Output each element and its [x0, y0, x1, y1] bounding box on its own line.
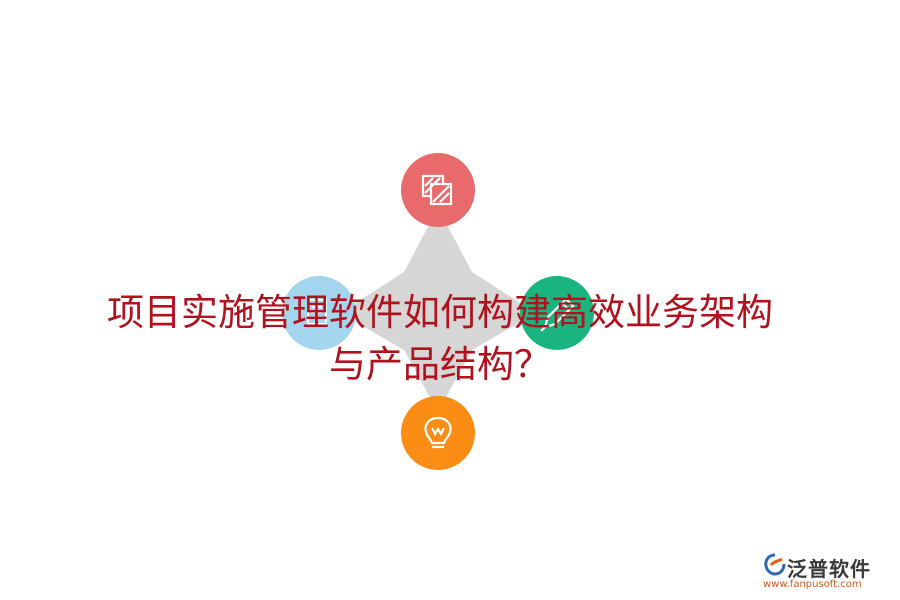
right-node: [520, 276, 594, 350]
brand-url: www.fanpusoft.com: [763, 579, 862, 590]
brand-mark-icon: [764, 553, 786, 576]
brand-name: 泛普软件: [787, 557, 871, 581]
layers-icon: [421, 174, 453, 206]
lightbulb-icon: [424, 416, 452, 449]
brand-logo: 泛普软件 www.fanpusoft.com: [763, 553, 888, 593]
page-title-line-1: 项目实施管理软件如何构建高效业务架构: [107, 291, 773, 334]
center-star-shape: [340, 208, 536, 412]
page-title-line-2: 与产品结构？: [329, 343, 551, 386]
document-icon: [307, 299, 327, 325]
bottom-node: [401, 396, 475, 470]
pencil-icon: [540, 297, 575, 332]
left-node: [282, 276, 356, 350]
top-node: [401, 153, 475, 227]
